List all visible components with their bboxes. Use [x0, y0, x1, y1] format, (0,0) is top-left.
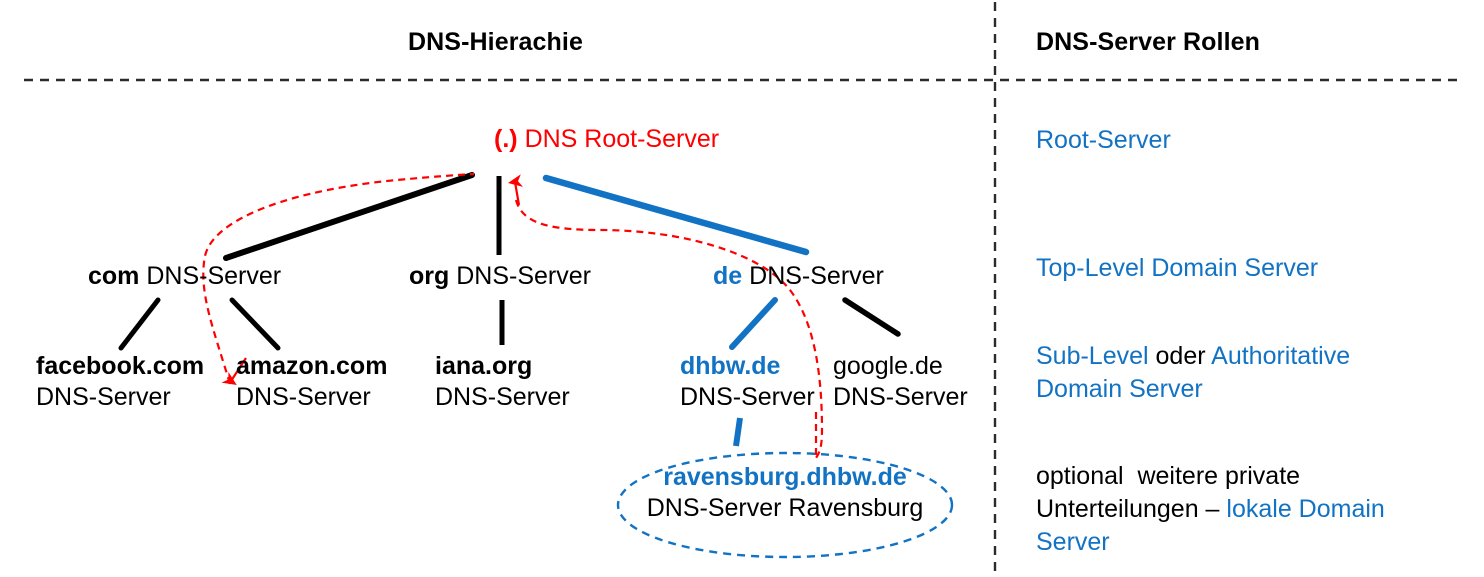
role-sub-level-server: Sub-Level oder Authoritative Domain Serv… — [1036, 340, 1436, 406]
node-domain-dhbw-label: DNS-Server — [680, 383, 815, 411]
role-sub-level-b: Authoritative Domain Server — [1036, 342, 1358, 403]
node-domain-google-zone: google.de — [833, 352, 943, 380]
node-domain-facebook[interactable]: facebook.com DNS-Server — [36, 351, 204, 413]
edge-com-amazon — [229, 297, 281, 351]
node-domain-iana-label: DNS-Server — [435, 383, 570, 411]
node-domain-facebook-zone: facebook.com — [36, 352, 205, 380]
role-tld-server: Top-Level Domain Server — [1036, 254, 1319, 282]
node-domain-dhbw[interactable]: dhbw.de DNS-Server — [680, 351, 815, 413]
role-root-server: Root-Server — [1036, 126, 1171, 154]
node-domain-iana-zone: iana.org — [435, 352, 533, 380]
query-arrow-root — [508, 174, 523, 206]
node-domain-ravensburg-label: DNS-Server Ravensburg — [646, 494, 924, 522]
node-domain-amazon-label: DNS-Server — [236, 383, 371, 411]
node-tld-com-label: DNS-Server — [146, 262, 282, 290]
edge-com-facebook — [118, 297, 161, 351]
node-tld-org-label: DNS-Server — [456, 262, 591, 290]
role-optional-prefix: optional weitere private Unterteilungen … — [1036, 462, 1307, 523]
node-tld-com-zone: com — [88, 262, 140, 290]
node-domain-google-label: DNS-Server — [833, 383, 968, 411]
node-domain-google[interactable]: google.de DNS-Server — [833, 351, 968, 413]
page-title-roles: DNS-Server Rollen — [1036, 28, 1260, 56]
node-tld-de-zone: de — [713, 262, 743, 290]
edge-de-google — [842, 297, 901, 337]
node-domain-ravensburg[interactable]: ravensburg.dhbw.de DNS-Server Ravensburg — [620, 462, 950, 524]
node-domain-ravensburg-zone: ravensburg.dhbw.de — [663, 463, 907, 491]
page-title-hierarchy: DNS-Hierachie — [408, 28, 583, 56]
node-domain-facebook-label: DNS-Server — [36, 383, 171, 411]
node-root-label: DNS Root-Server — [524, 125, 720, 153]
node-root-zone: (.) — [494, 125, 518, 153]
role-optional-local-server: optional weitere private Unterteilungen … — [1036, 460, 1456, 559]
node-tld-de[interactable]: de DNS-Server — [713, 261, 884, 292]
edge-root-com — [223, 172, 475, 261]
node-tld-com[interactable]: com DNS-Server — [88, 261, 281, 292]
node-domain-iana[interactable]: iana.org DNS-Server — [435, 351, 570, 413]
node-domain-amazon-zone: amazon.com — [236, 352, 388, 380]
node-domain-amazon[interactable]: amazon.com DNS-Server — [236, 351, 387, 413]
node-tld-org-zone: org — [409, 262, 450, 290]
role-optional-local: lokale Domain Server — [1036, 495, 1392, 556]
node-tld-org[interactable]: org DNS-Server — [409, 261, 591, 292]
edge-dhbw-ravensburg — [733, 417, 743, 447]
node-tld-de-label: DNS-Server — [749, 262, 884, 290]
node-root[interactable]: (.) DNS Root-Server — [494, 124, 719, 155]
role-sub-level-conjunction: oder — [1148, 342, 1212, 370]
node-domain-dhbw-zone: dhbw.de — [680, 352, 781, 380]
role-sub-level-a: Sub-Level — [1036, 342, 1149, 370]
query-path-root-to-de — [514, 199, 824, 459]
edge-de-dhbw — [729, 297, 778, 350]
edge-root-de — [542, 174, 810, 256]
